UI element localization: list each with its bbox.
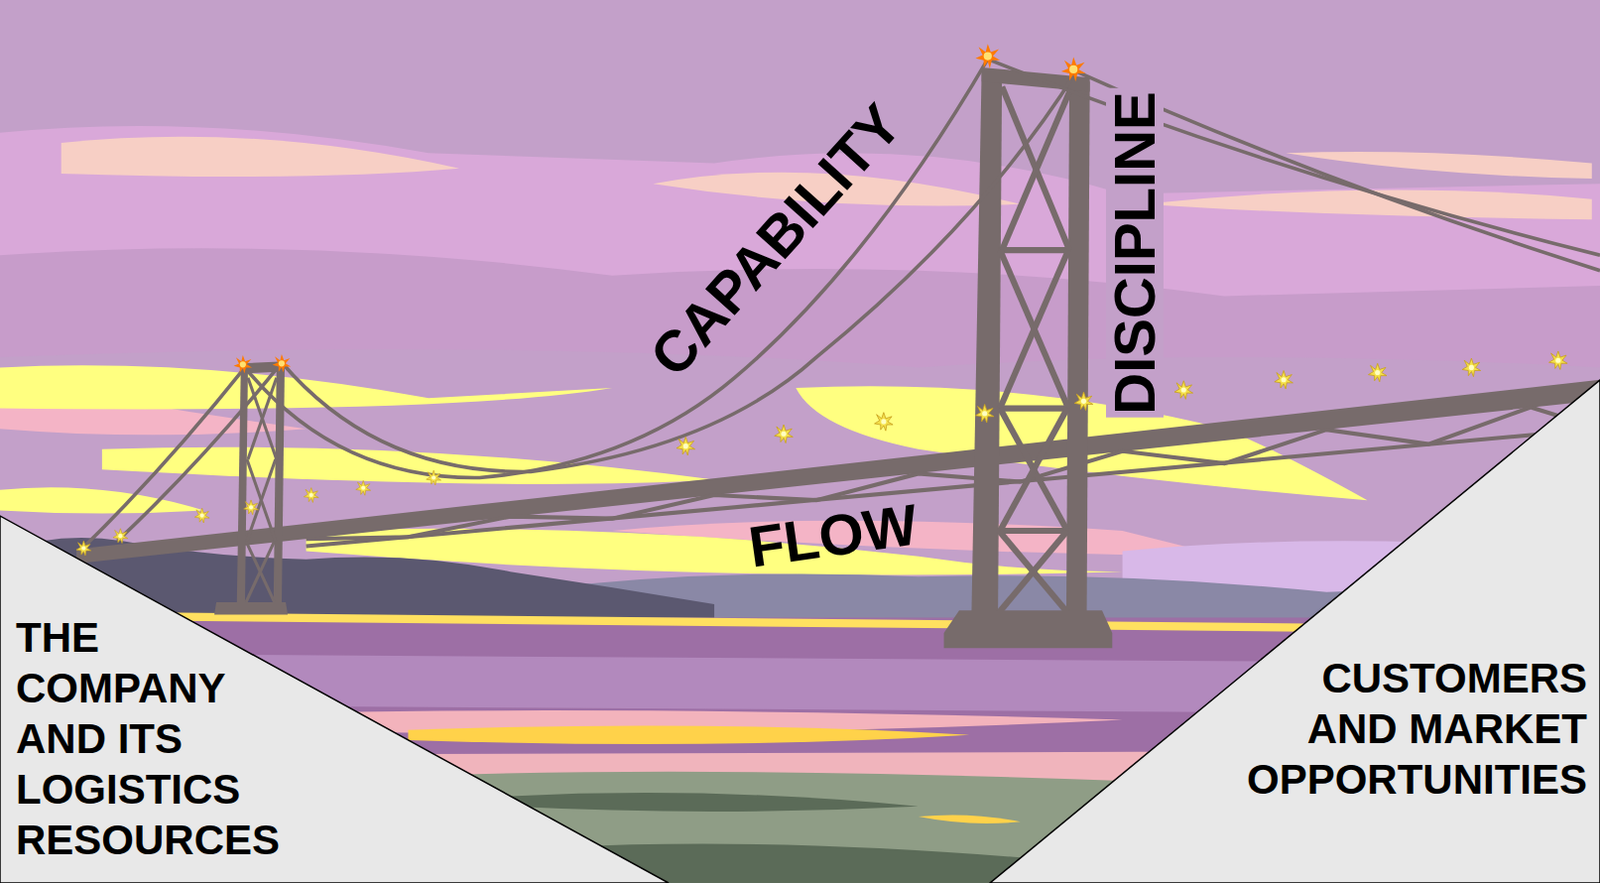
bridge xyxy=(214,602,288,615)
panel-outline xyxy=(989,379,1600,883)
bridge-lights xyxy=(426,470,442,486)
bridge-lights xyxy=(76,540,92,556)
water xyxy=(152,612,1429,633)
bridge xyxy=(1066,81,1091,613)
bridge-lights xyxy=(1274,369,1294,389)
bridge xyxy=(998,530,1068,613)
bridge xyxy=(999,408,1068,531)
sky xyxy=(0,487,205,513)
bridge-lights xyxy=(76,43,1568,556)
bridge-lights xyxy=(113,528,128,544)
sky xyxy=(1285,151,1593,179)
bridge xyxy=(81,59,1600,550)
bridge-lights xyxy=(676,436,696,456)
triangle-panel: THE COMPANY AND ITS LOGISTICS RESOURCES xyxy=(0,515,669,883)
bridge-lights xyxy=(774,424,794,444)
water xyxy=(407,726,970,745)
bridge xyxy=(999,249,1069,408)
bridge-lights xyxy=(272,354,292,373)
bridge-lights xyxy=(194,507,210,523)
bridge xyxy=(246,540,275,603)
bridge-lights xyxy=(1462,358,1481,377)
bridge xyxy=(81,367,246,549)
bridge xyxy=(246,540,275,603)
sky xyxy=(61,136,460,177)
bridge-lights xyxy=(975,43,1000,69)
bridge xyxy=(245,59,988,479)
sky xyxy=(0,247,1600,368)
bridge xyxy=(999,249,1069,408)
bridge xyxy=(306,407,1600,540)
water xyxy=(918,814,1021,824)
bridge-lights xyxy=(244,499,259,515)
bridge xyxy=(117,362,282,541)
bridge xyxy=(246,377,277,603)
bridge xyxy=(306,428,1600,546)
bridge xyxy=(247,377,277,460)
bridge-lights xyxy=(874,412,894,432)
panel-text: CUSTOMERS AND MARKET OPPORTUNITIES xyxy=(1246,652,1588,805)
panel-shape xyxy=(989,379,1600,883)
bridge-lights xyxy=(1061,57,1087,83)
triangle-panel: CUSTOMERS AND MARKET OPPORTUNITIES xyxy=(989,379,1600,883)
bridge-lights xyxy=(1549,351,1569,370)
bridge xyxy=(998,530,1068,613)
bridge xyxy=(944,610,1113,648)
bridge xyxy=(997,527,1068,534)
sky xyxy=(1142,189,1593,220)
bridge xyxy=(76,59,1600,649)
bridge xyxy=(247,377,277,460)
water xyxy=(509,792,918,812)
bridge-lights xyxy=(975,403,994,423)
bridge-lights xyxy=(303,488,319,503)
panel-shape xyxy=(0,515,669,883)
bridge-lights xyxy=(356,480,371,495)
bridge xyxy=(999,408,1068,531)
bridge xyxy=(971,71,1002,617)
bridge xyxy=(997,404,1069,411)
bridge-lights xyxy=(1074,391,1094,411)
panel-text: THE COMPANY AND ITS LOGISTICS RESOURCES xyxy=(15,612,294,865)
bridge xyxy=(1001,92,1070,250)
bridge-lights xyxy=(1174,380,1194,400)
bridge-lights xyxy=(234,355,253,374)
bridge xyxy=(1001,86,1070,250)
concept-label: DISCIPLINE xyxy=(1106,88,1164,418)
bridge-lights xyxy=(1367,363,1387,382)
bridge xyxy=(997,246,1070,253)
bridge xyxy=(987,59,1600,256)
bridge xyxy=(281,71,1077,472)
